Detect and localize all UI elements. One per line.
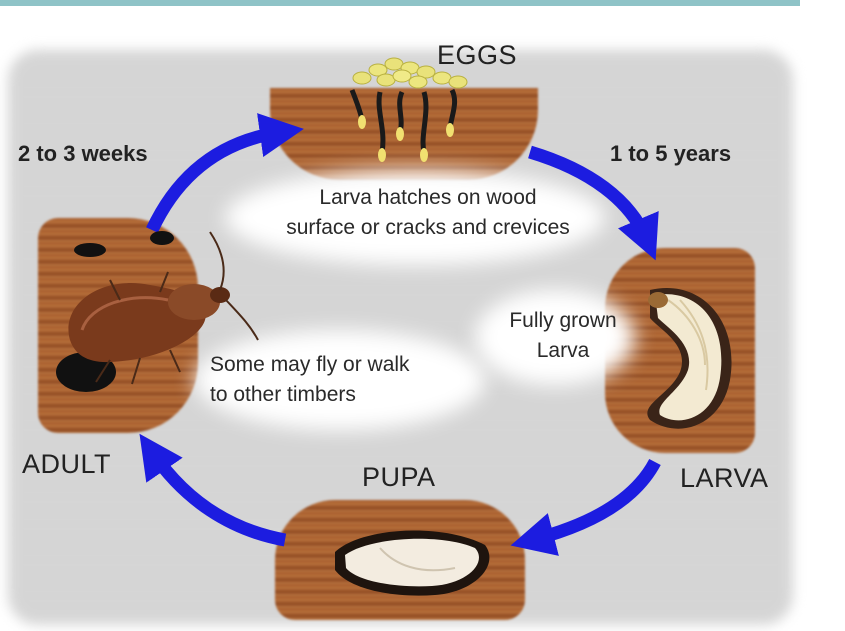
adult-beetle-icon <box>56 231 259 392</box>
larva-note-highlight <box>475 290 635 385</box>
stage-label-adult: ADULT <box>22 449 112 479</box>
hatch-note-line1: Larva hatches on wood <box>319 186 537 209</box>
larva-note: Fully grown Larva <box>488 306 638 366</box>
adult-note: Some may fly or walk to other timbers <box>210 350 480 410</box>
stage-label-larva: LARVA <box>680 463 769 493</box>
stage-label-eggs: EGGS <box>437 40 518 70</box>
larva-note-line1: Fully grown <box>509 309 617 332</box>
duration-adult-to-eggs: 2 to 3 weeks <box>18 141 148 166</box>
arrow-larva-to-pupa <box>510 458 661 556</box>
hatch-note-highlight <box>225 170 605 265</box>
eggs-cluster-icon <box>352 57 468 89</box>
arrow-adult-to-eggs <box>146 113 304 233</box>
arrow-pupa-to-adult <box>139 433 287 547</box>
tiny-larvae-icons <box>358 115 454 162</box>
adult-note-line2: to other timbers <box>210 383 356 406</box>
adult-note-highlight <box>195 330 485 430</box>
larva-grub-icon <box>647 287 732 429</box>
larva-note-line2: Larva <box>536 339 590 362</box>
hatch-note: Larva hatches on wood surface or cracks … <box>258 183 598 243</box>
larva-tunnels-icon <box>349 88 458 153</box>
top-accent-rule <box>0 0 800 6</box>
stage-label-pupa: PUPA <box>362 462 436 492</box>
duration-eggs-to-larva: 1 to 5 years <box>610 141 732 166</box>
hatch-note-line2: surface or cracks and crevices <box>286 216 570 239</box>
arrow-eggs-to-larva <box>528 145 659 261</box>
adult-note-line1: Some may fly or walk <box>210 353 410 376</box>
pupa-icon <box>335 530 490 596</box>
